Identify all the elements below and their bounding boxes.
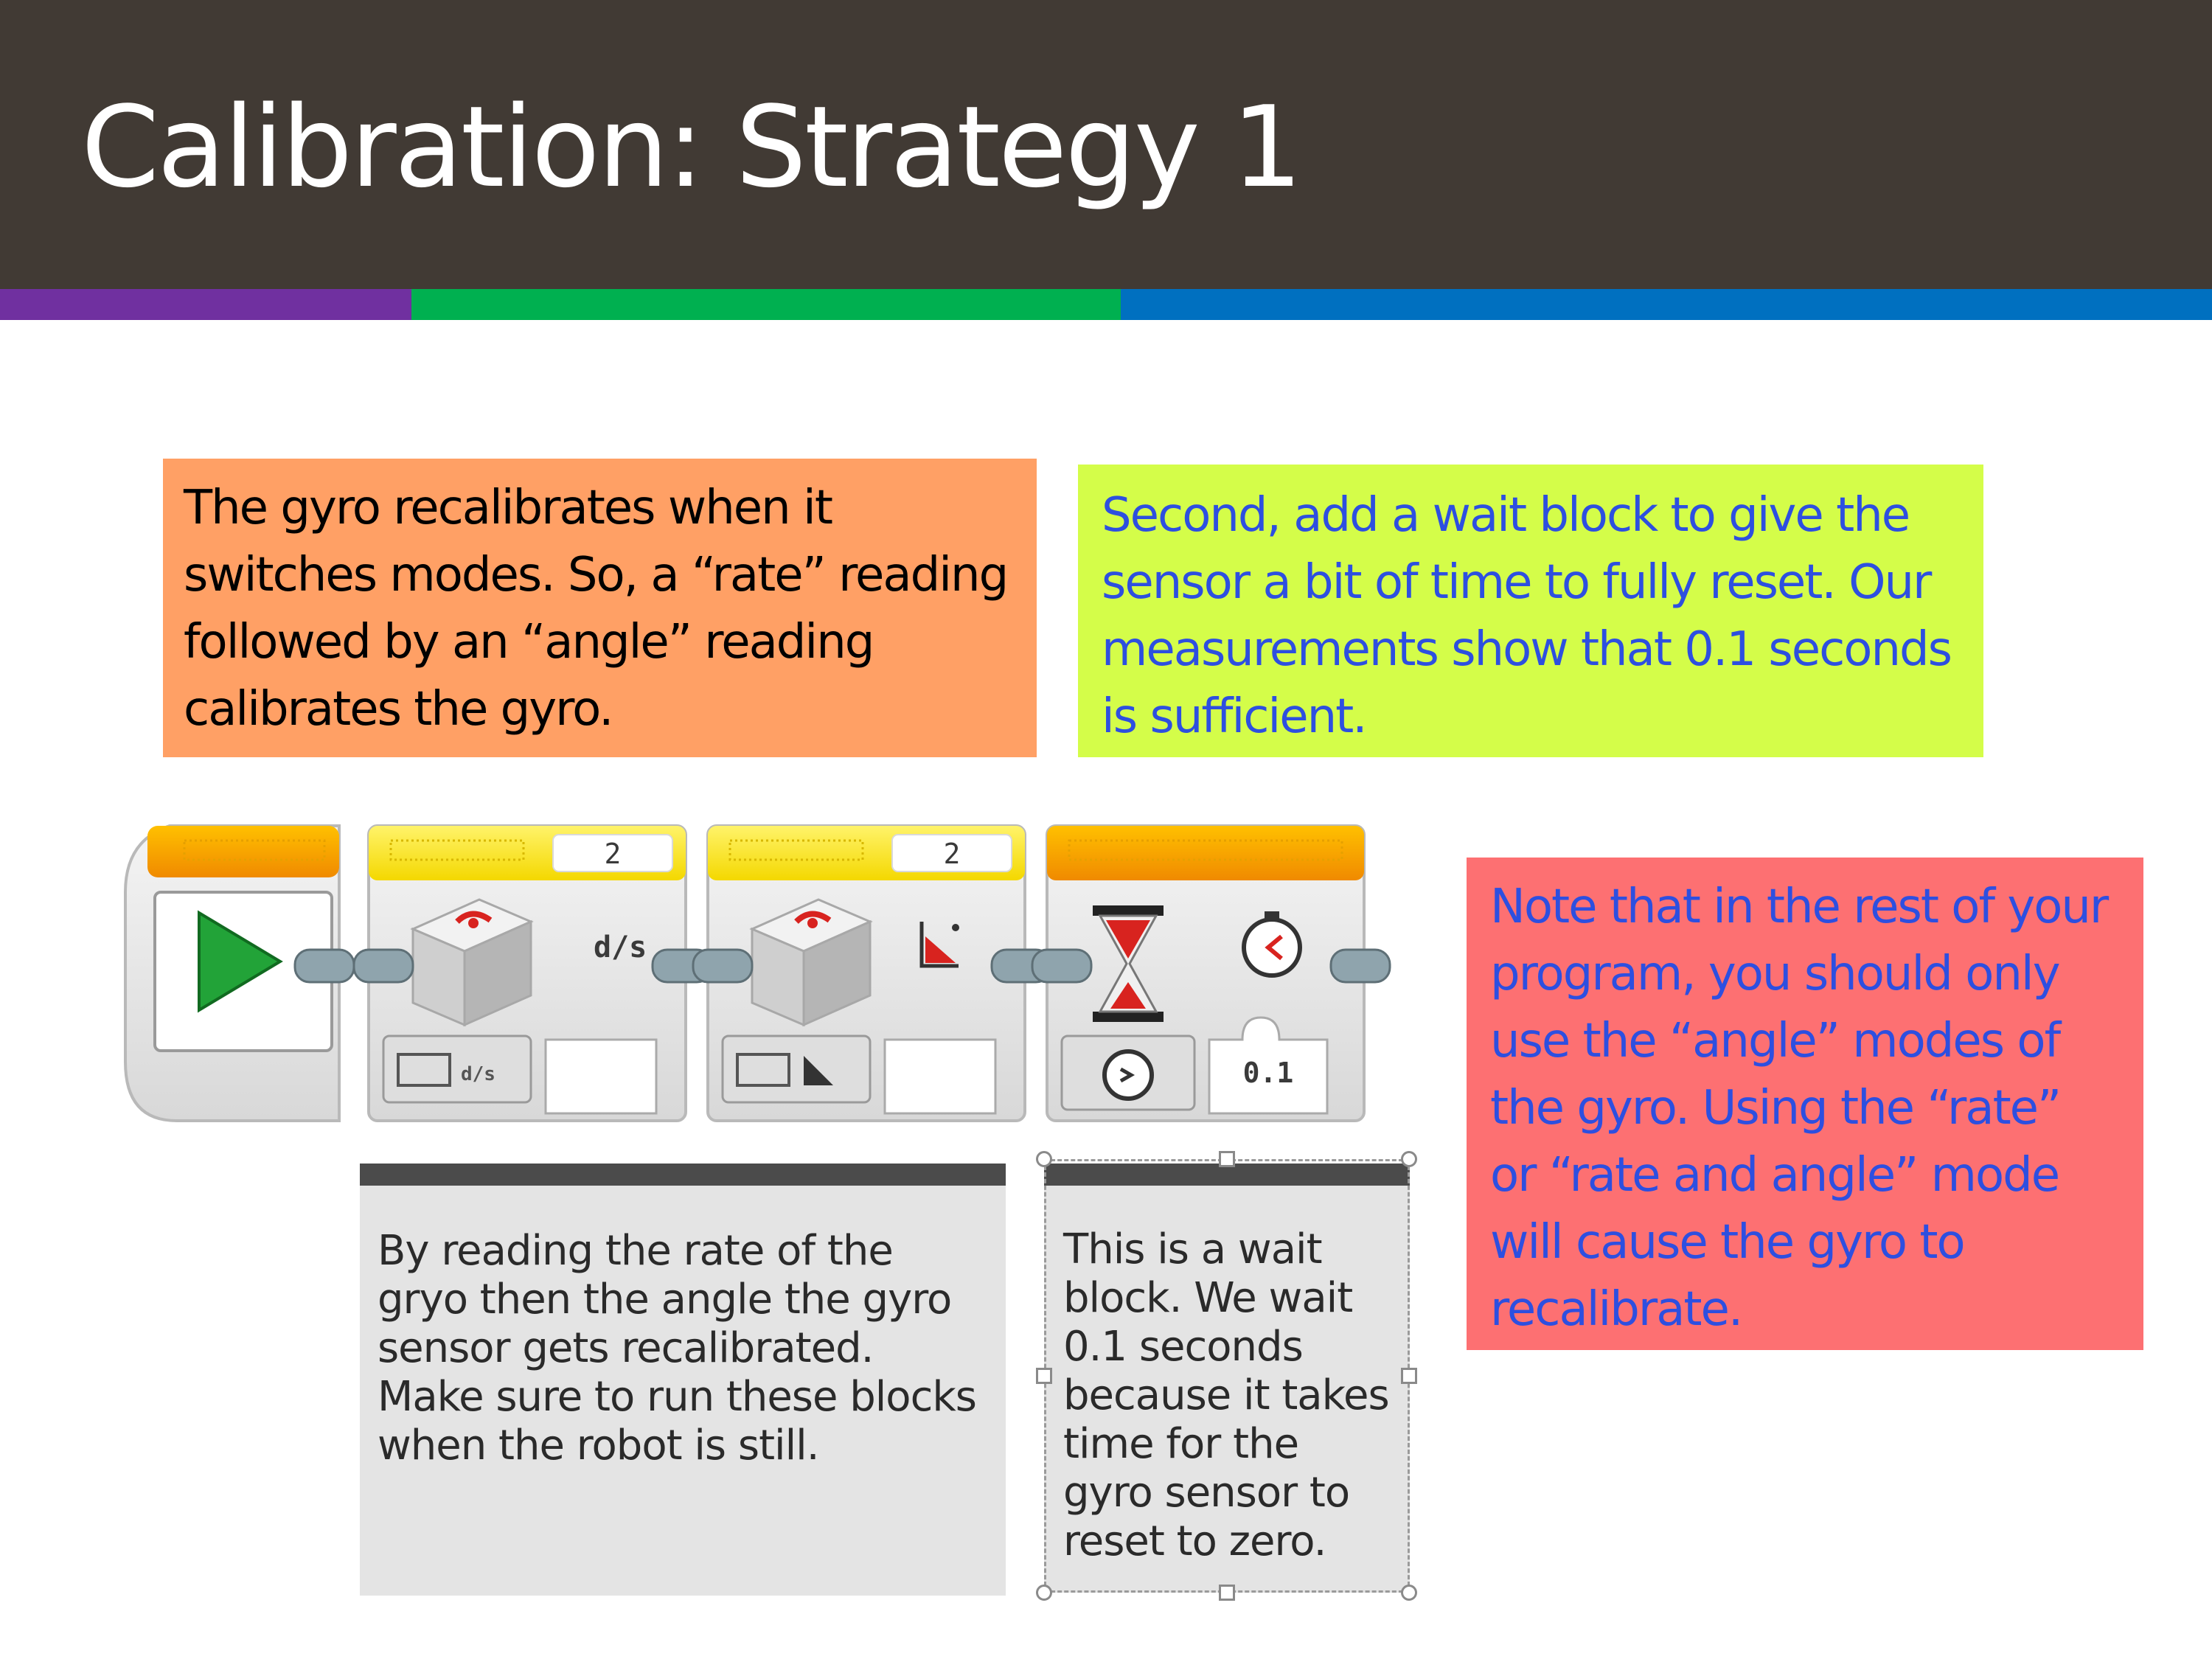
output-plug[interactable] [883, 1038, 997, 1115]
slide-title: Calibration: Strategy 1 [81, 82, 1303, 212]
note-line: use the “angle” modes of [1490, 1014, 2061, 1068]
ruler-icon [736, 1053, 790, 1087]
mode-selector[interactable] [721, 1034, 872, 1104]
note-line: Note that in the rest of your [1490, 880, 2109, 934]
start-block[interactable] [124, 824, 355, 1122]
play-icon [198, 910, 283, 1013]
comment-wait[interactable]: This is a wait block. We wait 0.1 second… [1044, 1164, 1410, 1593]
note-line: is sufficient. [1102, 689, 1368, 744]
gyro-rate-block[interactable]: 2 d/s d/s [352, 824, 713, 1122]
comment-line: time for the [1063, 1420, 1299, 1468]
note-line: the gyro. Using the “rate” [1490, 1081, 2062, 1135]
comment-header-bar [1044, 1164, 1410, 1186]
resize-handle-bottom-left[interactable] [1036, 1585, 1052, 1601]
port-label: 2 [944, 838, 961, 870]
resize-handle-bottom[interactable] [1219, 1585, 1235, 1601]
resize-handle-top-right[interactable] [1401, 1151, 1417, 1167]
comment-rate-angle[interactable]: By reading the rate of the gryo then the… [360, 1164, 1006, 1596]
note-line: will cause the gyro to [1490, 1215, 1966, 1270]
mode-label: d/s [594, 931, 647, 964]
gyro-sensor-icon [749, 898, 873, 1027]
accent-bar-purple [0, 289, 411, 320]
comment-line: By reading the rate of the [378, 1227, 894, 1275]
resize-handle-top-left[interactable] [1036, 1151, 1052, 1167]
comment-line: gryo then the angle the gyro [378, 1276, 952, 1324]
comment-line: Make sure to run these blocks [378, 1373, 977, 1421]
wait-block[interactable]: 0.1 [1031, 824, 1391, 1122]
resize-handle-top[interactable] [1219, 1151, 1235, 1167]
resize-handle-left[interactable] [1036, 1368, 1052, 1384]
comment-line: This is a wait [1063, 1225, 1323, 1273]
selection-frame [1044, 1159, 1410, 1593]
seconds-value: 0.1 [1243, 1057, 1294, 1089]
port-label: 2 [605, 838, 622, 870]
seconds-input[interactable] [1208, 1016, 1329, 1115]
comment-header-bar [360, 1164, 1006, 1186]
comment-line: when the robot is still. [378, 1422, 820, 1470]
submode-label: d/s [461, 1063, 495, 1085]
resize-handle-right[interactable] [1401, 1368, 1417, 1384]
angle-mode-icon [804, 1056, 833, 1085]
program-sequence: 2 d/s d/s 2 [124, 824, 1391, 1122]
note-line: sensor a bit of time to fully reset. Our [1102, 555, 1932, 610]
note-line: calibrates the gyro. [184, 682, 613, 737]
stopwatch-icon [1242, 911, 1302, 978]
gyro-angle-block[interactable]: 2 [692, 824, 1052, 1122]
comment-line: reset to zero. [1063, 1517, 1326, 1565]
note-line: switches modes. So, a “rate” reading [184, 548, 1009, 602]
accent-bar-green [411, 289, 1121, 320]
comment-line: gyro sensor to [1063, 1469, 1350, 1517]
mode-selector[interactable] [382, 1034, 532, 1104]
note-green: Second, add a wait block to give the sen… [1078, 465, 1983, 757]
note-orange: The gyro recalibrates when it switches m… [163, 459, 1037, 757]
note-line: program, you should only [1490, 947, 2061, 1001]
note-line: Second, add a wait block to give the [1102, 488, 1910, 543]
gyro-sensor-icon [410, 898, 534, 1027]
note-line: measurements show that 0.1 seconds [1102, 622, 1952, 677]
comment-line: 0.1 seconds [1063, 1323, 1304, 1371]
resize-handle-bottom-right[interactable] [1401, 1585, 1417, 1601]
note-red: Note that in the rest of your program, y… [1467, 858, 2143, 1350]
comment-line: sensor gets recalibrated. [378, 1324, 874, 1372]
slide-header [0, 0, 2212, 289]
note-line: or “rate and angle” mode [1490, 1148, 2060, 1203]
note-line: The gyro recalibrates when it [184, 481, 833, 535]
comment-line: because it takes [1063, 1371, 1390, 1419]
accent-bar-blue [1121, 289, 2212, 320]
note-line: followed by an “angle” reading [184, 615, 874, 669]
comment-line: block. We wait [1063, 1274, 1353, 1322]
output-plug[interactable] [544, 1038, 658, 1115]
angle-icon [919, 922, 959, 968]
hourglass-icon [1093, 905, 1164, 1022]
ruler-icon [397, 1053, 451, 1087]
note-line: recalibrate. [1490, 1282, 1743, 1337]
